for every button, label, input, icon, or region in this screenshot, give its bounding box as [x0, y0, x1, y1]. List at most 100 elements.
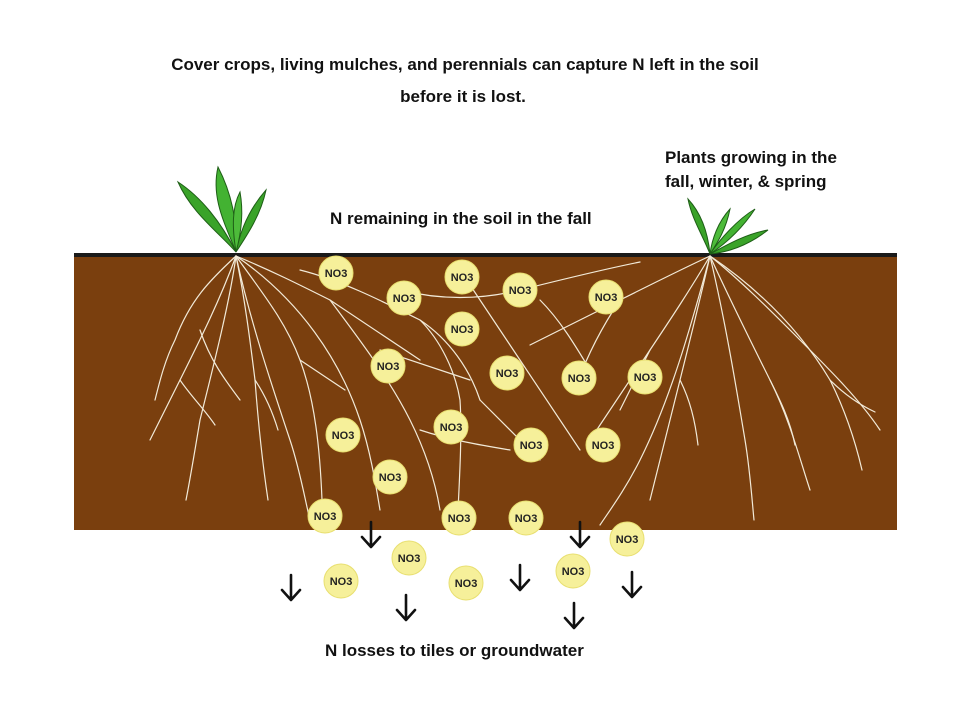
nitrate-label: NO3	[440, 422, 463, 434]
nitrate-circle	[555, 553, 591, 589]
nitrate-circle	[318, 255, 354, 291]
nitrate-label: NO3	[562, 566, 585, 578]
nitrate-circle	[444, 259, 480, 295]
arrow-down-icon	[395, 593, 417, 622]
nitrate-molecule: NO3	[318, 255, 354, 291]
root-line	[185, 255, 237, 501]
nitrate-circle	[609, 521, 645, 557]
nitrate-label: NO3	[330, 576, 353, 588]
nitrate-label: NO3	[393, 293, 416, 305]
nitrate-circle	[502, 272, 538, 308]
plant-icon	[687, 197, 769, 255]
nitrate-molecule: NO3	[444, 311, 480, 347]
title-line-1: Cover crops, living mulches, and perenni…	[171, 55, 759, 74]
root-line	[419, 429, 511, 451]
nitrate-label: NO3	[398, 553, 421, 565]
root-line	[459, 269, 581, 451]
arrow-down-icon	[360, 520, 382, 549]
nitrate-molecule: NO3	[508, 500, 544, 536]
nitrate-circle	[513, 427, 549, 463]
nitrate-label: NO3	[634, 372, 657, 384]
arrow-group	[280, 520, 643, 630]
nitrate-label: NO3	[568, 373, 591, 385]
nitrate-molecule: NO3	[433, 409, 469, 445]
root-line	[199, 329, 241, 401]
nitrate-molecule: NO3	[502, 272, 538, 308]
nitrate-circle	[370, 348, 406, 384]
nitrate-molecule: NO3	[391, 540, 427, 576]
nitrate-circle	[444, 311, 480, 347]
nitrate-circle	[627, 359, 663, 395]
nitrate-label: NO3	[515, 513, 538, 525]
root-line	[769, 379, 796, 446]
root-line	[709, 255, 881, 431]
root-line	[149, 255, 237, 441]
nitrate-molecule: NO3	[588, 279, 624, 315]
root-line	[179, 379, 216, 426]
arrow-down-icon	[569, 520, 591, 549]
nitrate-molecule: NO3	[325, 417, 361, 453]
nitrate-circle	[561, 360, 597, 396]
arrow-down-icon	[563, 601, 585, 630]
n-remaining-label: N remaining in the soil in the fall	[330, 209, 592, 228]
nitrate-molecule: NO3	[561, 360, 597, 396]
nitrate-molecule: NO3	[323, 563, 359, 599]
nitrate-molecule: NO3	[489, 355, 525, 391]
nitrate-molecule: NO3	[372, 459, 408, 495]
nitrate-molecule: NO3	[555, 553, 591, 589]
nitrate-label: NO3	[616, 534, 639, 546]
nitrate-label: NO3	[448, 513, 471, 525]
nitrate-circle	[585, 427, 621, 463]
nitrate-molecule: NO3	[444, 259, 480, 295]
nitrate-label: NO3	[592, 440, 615, 452]
nitrate-label: NO3	[595, 292, 618, 304]
nitrate-circle	[588, 279, 624, 315]
arrow-down-icon	[280, 573, 302, 602]
root-line	[299, 359, 346, 391]
plant-icon	[176, 165, 267, 253]
nitrate-circle	[489, 355, 525, 391]
root-line	[235, 255, 311, 521]
plants-label-line-2: fall, winter, & spring	[665, 172, 827, 191]
nitrate-label: NO3	[377, 361, 400, 373]
n-losses-label: N losses to tiles or groundwater	[325, 641, 584, 660]
nitrate-label: NO3	[455, 578, 478, 590]
nitrate-molecule: NO3	[513, 427, 549, 463]
nitrate-label: NO3	[451, 324, 474, 336]
root-line	[679, 379, 699, 446]
nitrate-circle	[386, 280, 422, 316]
nitrate-label: NO3	[379, 472, 402, 484]
nitrate-molecule: NO3	[307, 498, 343, 534]
nitrate-molecule: NO3	[370, 348, 406, 384]
nitrate-label: NO3	[325, 268, 348, 280]
root-line	[419, 319, 462, 511]
nitrate-circle	[323, 563, 359, 599]
nitrate-molecule: NO3	[585, 427, 621, 463]
nitrate-label: NO3	[520, 440, 543, 452]
nitrate-circle	[448, 565, 484, 601]
root-line	[599, 255, 711, 526]
nitrate-circle	[441, 500, 477, 536]
nitrate-circle	[325, 417, 361, 453]
nitrate-circle	[433, 409, 469, 445]
plants-label-line-1: Plants growing in the	[665, 148, 837, 167]
nitrate-circle	[508, 500, 544, 536]
nitrate-molecule: NO3	[627, 359, 663, 395]
nitrate-label: NO3	[314, 511, 337, 523]
nitrate-circle	[307, 498, 343, 534]
arrow-down-icon	[509, 563, 531, 592]
nitrate-label: NO3	[451, 272, 474, 284]
root-line	[709, 255, 863, 471]
nitrate-molecule: NO3	[441, 500, 477, 536]
title-line-2: before it is lost.	[400, 87, 526, 106]
root-line	[254, 379, 279, 431]
nitrate-circle	[372, 459, 408, 495]
root-line	[829, 379, 876, 413]
nitrate-label: NO3	[496, 368, 519, 380]
root-line	[329, 299, 441, 511]
nitrate-molecule: NO3	[609, 521, 645, 557]
nitrate-label: NO3	[509, 285, 532, 297]
root-line	[154, 255, 237, 401]
